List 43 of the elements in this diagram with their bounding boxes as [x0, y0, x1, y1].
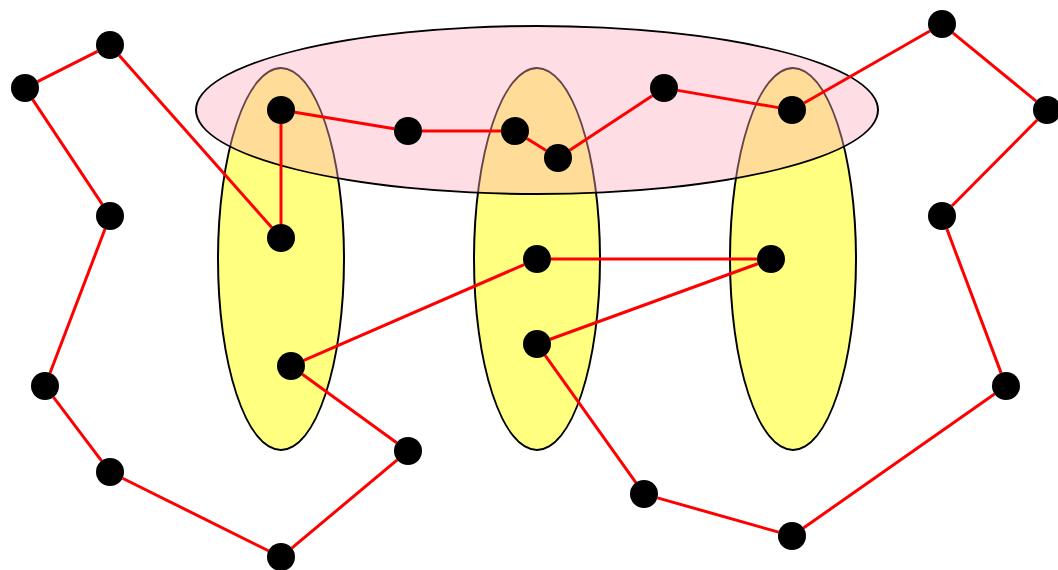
vertex-dot: [394, 437, 422, 465]
connector-line: [290, 458, 399, 550]
connector-line: [543, 354, 638, 484]
vertex-dot: [650, 74, 678, 102]
connector-line: [303, 263, 525, 362]
vertex-dot: [992, 372, 1020, 400]
connector-line: [945, 228, 1003, 374]
vertex-dot: [928, 202, 956, 230]
vertex-dot: [277, 352, 305, 380]
connector-line: [803, 29, 931, 105]
connector-line: [52, 396, 103, 462]
connector-line: [118, 54, 273, 229]
connector-line: [657, 496, 779, 534]
connector-line: [48, 228, 107, 374]
connector-line: [294, 110, 395, 131]
vertex-dot: [1033, 96, 1058, 124]
connector-line: [526, 137, 547, 152]
connector-line: [802, 392, 996, 530]
connector-line: [301, 373, 398, 444]
connector-line: [951, 31, 1038, 103]
vertex-dot: [96, 458, 124, 486]
vertex-dot: [630, 480, 658, 508]
connector-line: [551, 257, 757, 261]
vertex-dot: [31, 372, 59, 400]
connector-line: [677, 88, 779, 110]
vertex-dot: [267, 543, 295, 570]
connector-line: [950, 118, 1039, 208]
connector-line: [31, 98, 104, 206]
vertex-dot: [96, 31, 124, 59]
vertex-dot: [928, 10, 956, 38]
vertex-dot: [394, 117, 422, 145]
vertex-dot: [96, 202, 124, 230]
connector-line: [549, 262, 759, 341]
vertex-dot: [11, 74, 39, 102]
connector-line: [279, 124, 283, 224]
vertex-dot: [523, 245, 551, 273]
vertex-dot: [778, 522, 806, 550]
vertex-dot: [757, 245, 785, 273]
connector-line: [422, 129, 501, 133]
connector-line: [36, 50, 99, 83]
vertex-dot: [523, 330, 551, 358]
connector-line: [121, 476, 270, 553]
vertex-dot: [267, 224, 295, 252]
